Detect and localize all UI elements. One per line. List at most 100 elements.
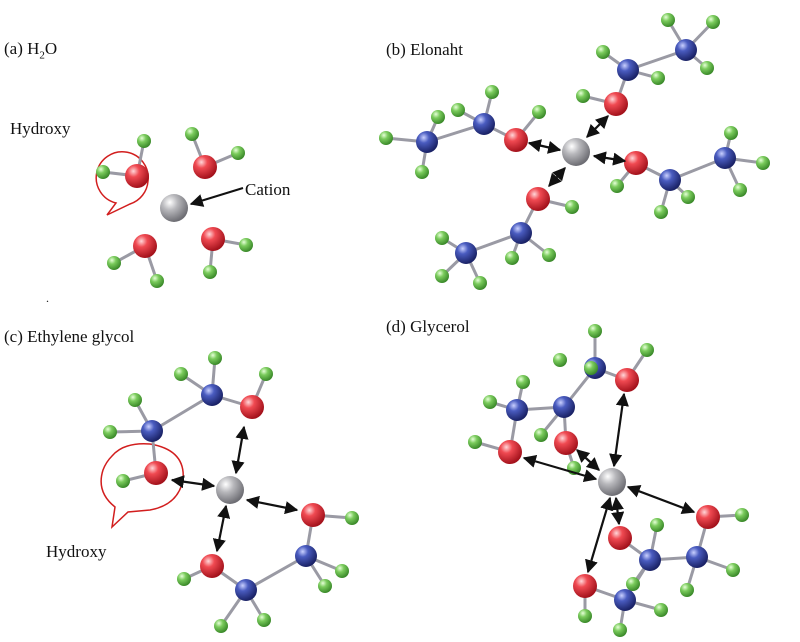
panel-b-hydrogen-atom bbox=[706, 15, 720, 29]
panel-d-cation-atom bbox=[598, 468, 626, 496]
panel-b-carbon-atom bbox=[659, 169, 681, 191]
panel-d-carbon-atom bbox=[686, 546, 708, 568]
panel-b-hydrogen-atom bbox=[733, 183, 747, 197]
panel-a-oxygen-atom bbox=[133, 234, 157, 258]
panel-a-hydrogen-atom bbox=[231, 146, 245, 160]
panel-b-oxygen-atom bbox=[624, 151, 648, 175]
panel-d-hydrogen-atom bbox=[588, 324, 602, 338]
panel-d-hydrogen-atom bbox=[613, 623, 627, 637]
panel-b-carbon-atom bbox=[416, 131, 438, 153]
panel-c-bond bbox=[244, 554, 308, 592]
panel-b-hydrogen-atom bbox=[451, 103, 465, 117]
panel-a-interaction-arrow bbox=[189, 186, 244, 207]
panel-b-oxygen-atom bbox=[504, 128, 528, 152]
panel-d-hydrogen-atom bbox=[650, 518, 664, 532]
panel-c-carbon-atom bbox=[295, 545, 317, 567]
panel-b-hydrogen-atom bbox=[431, 110, 445, 124]
panel-c-carbon-atom bbox=[201, 384, 223, 406]
panel-c-hydrogen-atom bbox=[177, 572, 191, 586]
panel-d-interaction-arrow bbox=[626, 485, 696, 514]
panel-c-oxygen-atom bbox=[200, 554, 224, 578]
panel-a-hydrogen-atom bbox=[137, 134, 151, 148]
panel-d-carbon-atom bbox=[553, 396, 575, 418]
panel-c-hydrogen-atom bbox=[214, 619, 228, 633]
panel-b-interaction-arrow bbox=[586, 115, 609, 138]
panel-d-hydrogen-atom bbox=[726, 563, 740, 577]
panel-c-carbon-atom bbox=[141, 420, 163, 442]
panel-b-carbon-atom bbox=[455, 242, 477, 264]
panel-d-interaction-arrow bbox=[609, 392, 629, 468]
panel-a-label: (a) H2O bbox=[4, 39, 58, 62]
panel-d-interaction-arrow bbox=[522, 454, 598, 483]
panel-c-hydrogen-atom bbox=[259, 367, 273, 381]
panel-b-carbon-atom bbox=[675, 39, 697, 61]
panel-b-label: (b) Elonaht bbox=[386, 40, 463, 59]
panel-d-hydrogen-atom bbox=[680, 583, 694, 597]
panel-d-hydrogen-atom bbox=[534, 428, 548, 442]
panel-d-oxygen-atom bbox=[615, 368, 639, 392]
panel-c-hydroxy-callout bbox=[100, 443, 184, 530]
panel-d-hydrogen-atom bbox=[626, 577, 640, 591]
panel-a-hydrogen-atom bbox=[239, 238, 253, 252]
panel-b-hydrogen-atom bbox=[505, 251, 519, 265]
panel-b-hydrogen-atom bbox=[724, 126, 738, 140]
panel-b-hydrogen-atom bbox=[651, 71, 665, 85]
panel-d-hydrogen-atom bbox=[516, 375, 530, 389]
panel-c-hydrogen-atom bbox=[345, 511, 359, 525]
panel-b-oxygen-atom bbox=[604, 92, 628, 116]
panel-c-hydrogen-atom bbox=[174, 367, 188, 381]
panel-c-hydroxy-callout-text: Hydroxy bbox=[46, 542, 107, 561]
panel-c-hydrogen-atom bbox=[335, 564, 349, 578]
panel-d-carbon-atom bbox=[506, 399, 528, 421]
panel-b-interaction-arrow bbox=[592, 151, 627, 166]
panel-b-hydrogen-atom bbox=[610, 179, 624, 193]
panel-a-hydrogen-atom bbox=[203, 265, 217, 279]
panel-b-hydrogen-atom bbox=[379, 131, 393, 145]
panel-d-oxygen-atom bbox=[696, 505, 720, 529]
panel-d-oxygen-atom bbox=[608, 526, 632, 550]
panel-c-hydrogen-atom bbox=[116, 474, 130, 488]
panel-d-hydrogen-atom bbox=[483, 395, 497, 409]
panel-b-hydrogen-atom bbox=[596, 45, 610, 59]
panel-c-interaction-arrow bbox=[231, 425, 249, 475]
panel-c-hydrogen-atom bbox=[257, 613, 271, 627]
panel-b-hydrogen-atom bbox=[565, 200, 579, 214]
panel-a-hydrogen-atom bbox=[96, 165, 110, 179]
panel-c-interaction-arrow bbox=[245, 495, 299, 515]
panel-c-oxygen-atom bbox=[301, 503, 325, 527]
panel-d-hydrogen-atom bbox=[584, 361, 598, 375]
panel-d-carbon-atom bbox=[639, 549, 661, 571]
panel-c-carbon-atom bbox=[235, 579, 257, 601]
panel-c-hydrogen-atom bbox=[128, 393, 142, 407]
panel-b-cation-atom bbox=[562, 138, 590, 166]
panel-d-hydrogen-atom bbox=[654, 603, 668, 617]
panel-d-interaction-arrow bbox=[610, 496, 625, 526]
panel-c-bond bbox=[150, 393, 214, 433]
panel-c-label: (c) Ethylene glycol bbox=[4, 327, 135, 346]
panel-c-interaction-arrow bbox=[212, 504, 231, 553]
panel-b-hydrogen-atom bbox=[654, 205, 668, 219]
panel-d-interaction-arrow bbox=[576, 449, 600, 471]
panel-c-hydrogen-atom bbox=[318, 579, 332, 593]
panel-b-carbon-atom bbox=[617, 59, 639, 81]
panel-b-interaction-arrow bbox=[527, 139, 562, 154]
panel-d-hydrogen-atom bbox=[468, 435, 482, 449]
panel-b-hydrogen-atom bbox=[473, 276, 487, 290]
panel-c-hydrogen-atom bbox=[208, 351, 222, 365]
panel-d-interaction-arrow bbox=[585, 496, 613, 574]
panel-d-oxygen-atom bbox=[498, 440, 522, 464]
panel-b-carbon-atom bbox=[714, 147, 736, 169]
panel-d-hydrogen-atom bbox=[578, 609, 592, 623]
panel-d-carbon-atom bbox=[614, 589, 636, 611]
panel-c-hydrogen-atom bbox=[103, 425, 117, 439]
panel-b-oxygen-atom bbox=[526, 187, 550, 211]
panel-a-hydrogen-atom bbox=[185, 127, 199, 141]
panel-b-hydrogen-atom bbox=[532, 105, 546, 119]
panel-b-hydrogen-atom bbox=[700, 61, 714, 75]
panel-a-oxygen-atom bbox=[193, 155, 217, 179]
panel-a-oxygen-atom bbox=[201, 227, 225, 251]
panel-b-hydrogen-atom bbox=[435, 231, 449, 245]
panel-b-carbon-atom bbox=[510, 222, 532, 244]
